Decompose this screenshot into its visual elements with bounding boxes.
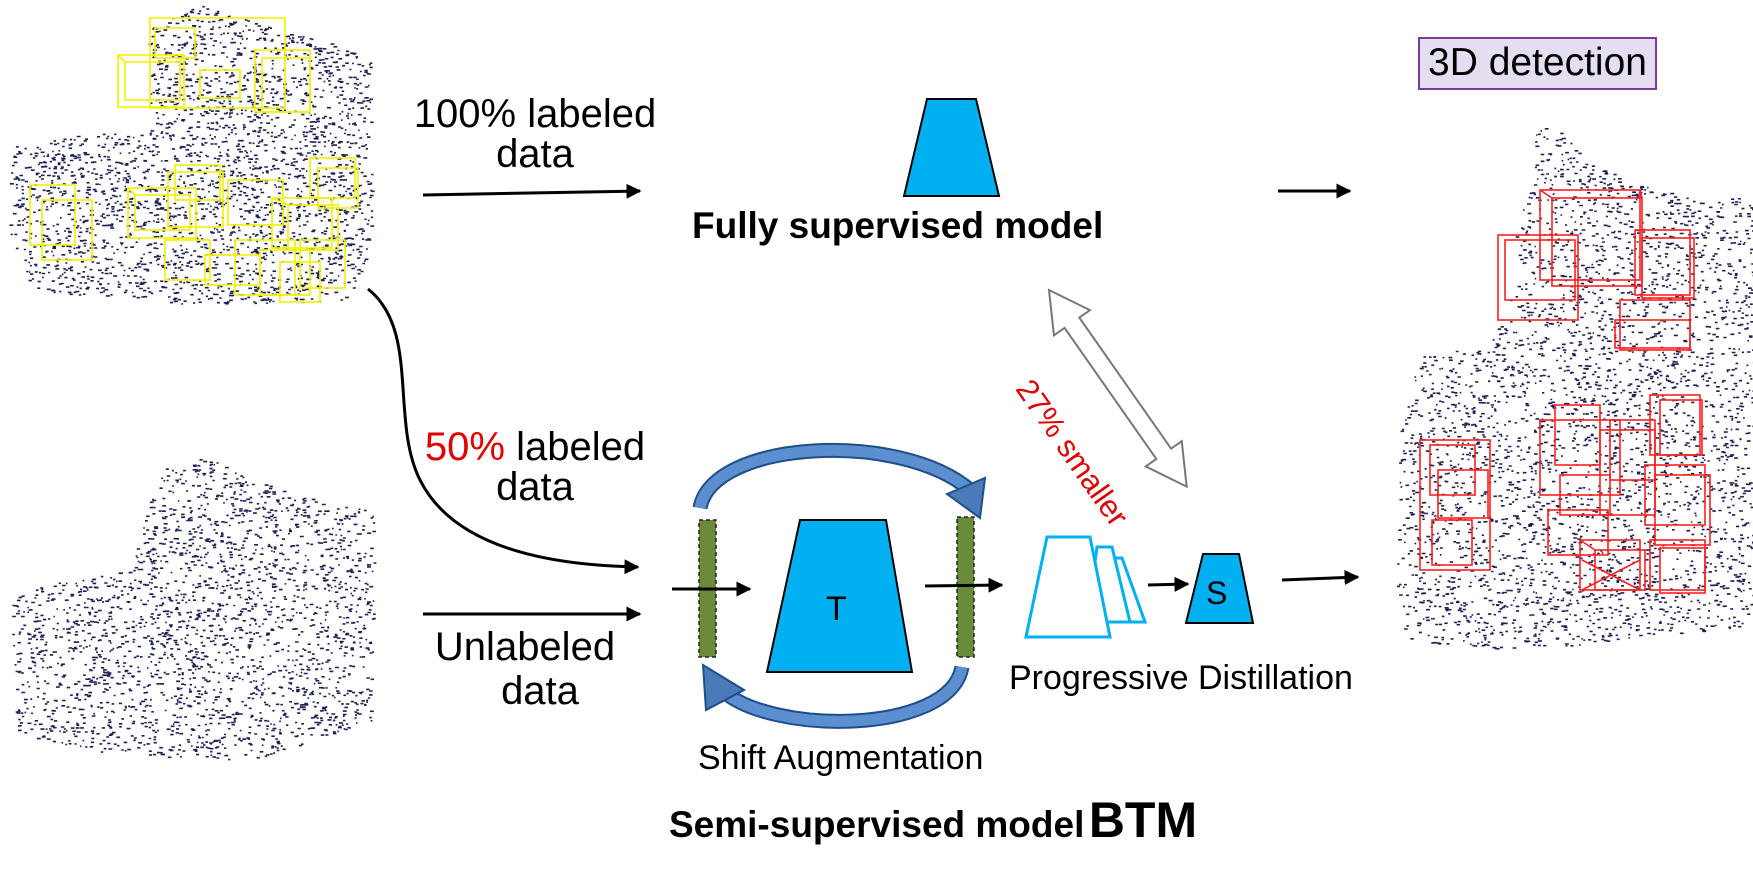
btm-label: BTM: [1088, 792, 1198, 848]
unlabeled-word: Unlabeled: [434, 625, 616, 669]
labeled-data-arrow: [422, 183, 642, 199]
teacher-model-shape: [765, 519, 914, 673]
labeled-split-arrow: [367, 287, 640, 575]
detection-point-cloud: [1397, 128, 1753, 650]
ground-truth-boxes: [29, 17, 359, 303]
teacher-label: T: [826, 590, 847, 628]
feature-bar-right: [956, 516, 975, 658]
half-labeled-label: 50% labeled data: [405, 427, 665, 507]
shift-augmentation-label: Shift Augmentation: [698, 739, 984, 777]
teacher-output-arrow: [924, 577, 1004, 593]
student-model-shape: [1184, 553, 1255, 624]
shift-augmentation-cycle-icon: [692, 443, 987, 729]
point-cloud-points: [9, 5, 375, 305]
full-pct-label: 100% labeled: [413, 92, 657, 136]
half-labeled-word: labeled: [516, 425, 646, 469]
predicted-boxes: [1419, 189, 1711, 594]
fully-supervised-model-shape: [902, 98, 1001, 197]
progressive-distillation-label: Progressive Distillation: [1009, 659, 1353, 697]
labeled-point-cloud: [9, 5, 375, 305]
size-comparison-arrow: [1047, 288, 1188, 489]
full-data-label: data: [496, 132, 574, 176]
distillation-arrow: [1147, 576, 1190, 592]
point-cloud-points: [1397, 128, 1753, 650]
full-labeled-label: 100% labeled data: [405, 94, 665, 174]
output-arrow-bottom: [1281, 570, 1360, 586]
half-data-label: data: [496, 465, 574, 509]
fully-supervised-model-label: Fully supervised model: [692, 205, 1104, 246]
semi-supervised-label: Semi-supervised model: [669, 804, 1085, 845]
progressive-distillation-models: [1024, 535, 1148, 639]
semi-supervised-title: Semi-supervised model BTM: [669, 795, 1197, 845]
unlabeled-point-cloud: [12, 459, 377, 761]
unlabeled-data-word: data: [501, 669, 579, 713]
student-label: S: [1206, 575, 1228, 611]
detection-title: 3D detection: [1418, 37, 1657, 90]
half-pct-label: 50%: [424, 425, 505, 469]
unlabeled-label: Unlabeled data: [425, 625, 625, 713]
point-cloud-points: [12, 459, 377, 761]
